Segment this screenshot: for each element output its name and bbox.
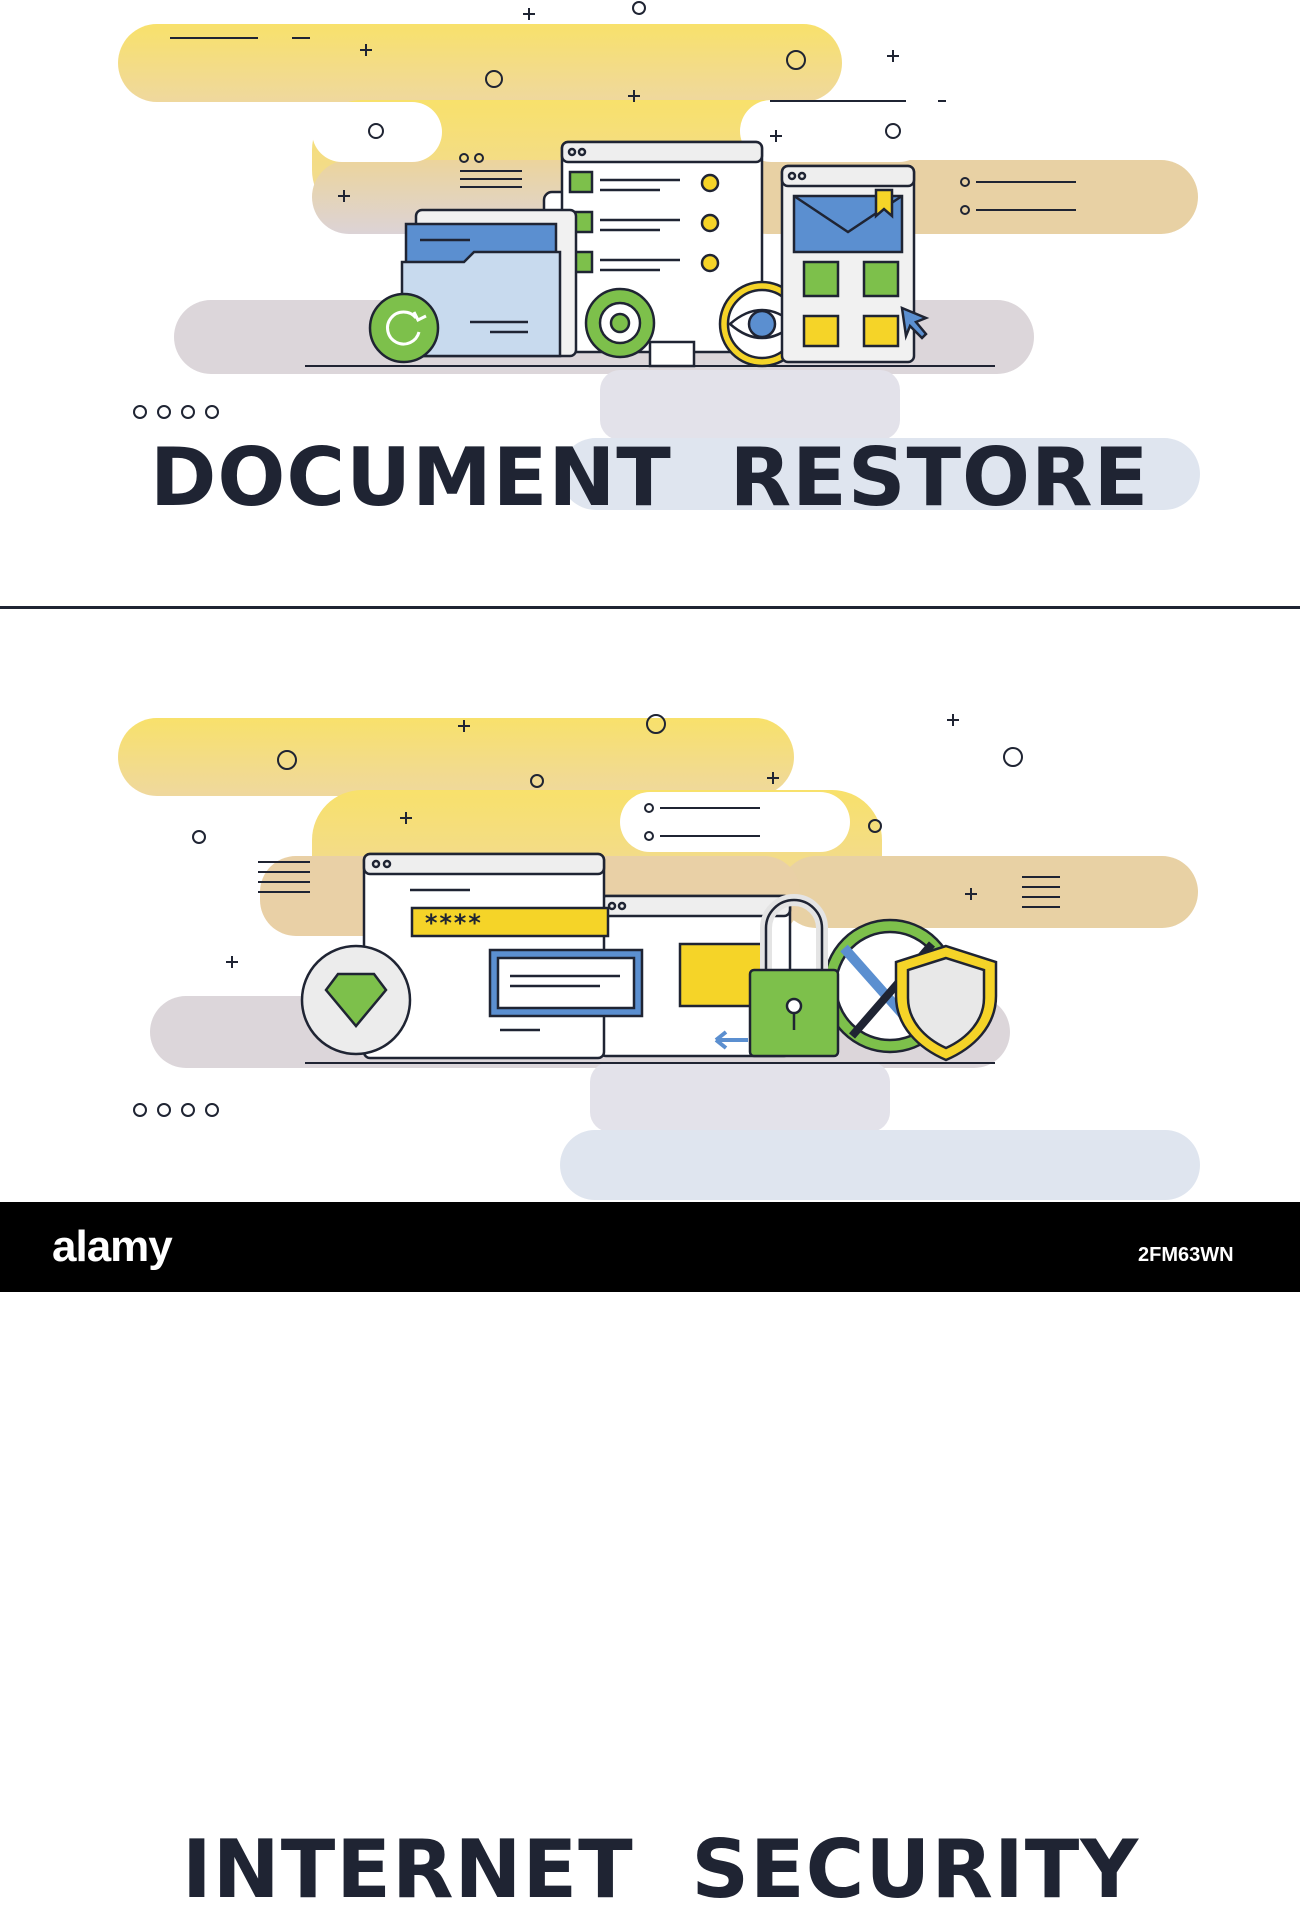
padlock-icon <box>748 894 840 1058</box>
decorative-sparkles <box>133 714 1060 1117</box>
refresh-icon <box>368 292 440 364</box>
internet-security-banner: **** INTERN <box>0 700 1300 1910</box>
watermark-footer <box>0 1202 1300 1292</box>
internet-security-illustration: **** <box>118 714 1200 1200</box>
bookmark-icon <box>874 188 894 219</box>
watermark-logo: alamy <box>52 1222 173 1271</box>
divider-line <box>0 606 1300 609</box>
diamond-icon <box>300 944 412 1056</box>
arrow-left-icon <box>714 1030 748 1050</box>
document-restore-illustration <box>118 1 1200 510</box>
shield-icon <box>894 944 998 1062</box>
folder-icon <box>400 208 578 358</box>
watermark-image-id: 2FM63WN <box>1138 1244 1234 1266</box>
mobile-layout-icon <box>780 164 930 364</box>
svg-text:****: **** <box>424 909 482 937</box>
monitor-stand <box>648 340 696 368</box>
banner-title-document-restore: DOCUMENT RESTORE <box>150 431 1150 524</box>
document-restore-banner: DOCUMENT RESTORE <box>0 0 1300 600</box>
browser-window-icon: **** <box>362 852 644 1060</box>
gear-icon <box>584 287 656 359</box>
banner-title-internet-security: INTERNET SECURITY <box>182 1823 1140 1916</box>
password-field-icon <box>410 906 610 938</box>
cursor-icon <box>900 306 930 341</box>
